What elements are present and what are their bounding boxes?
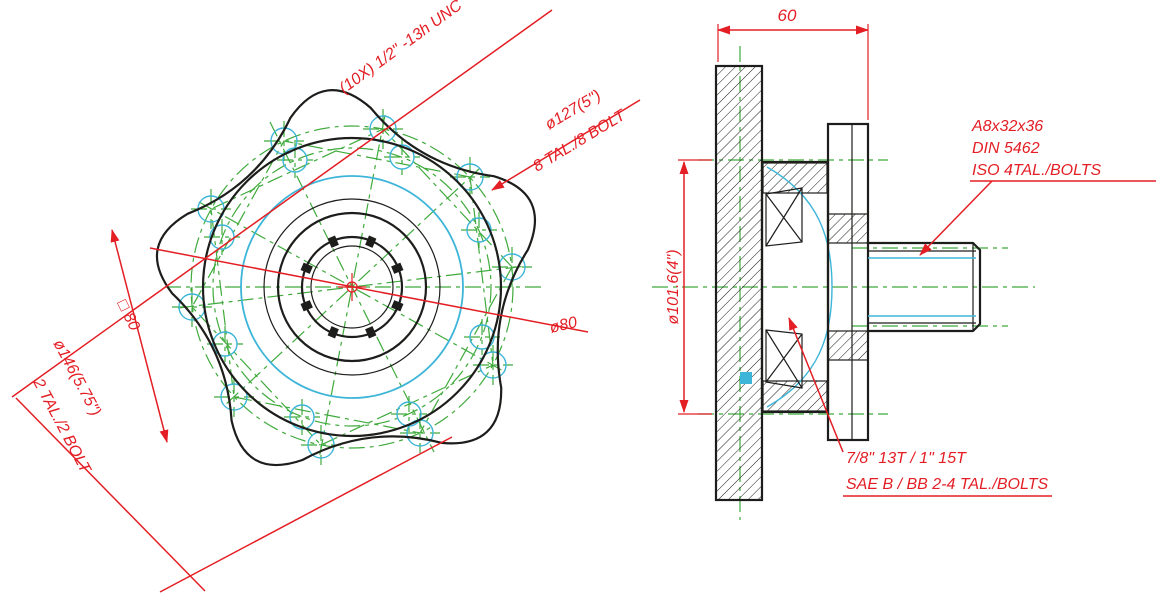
bolt-holes-inner <box>209 144 495 430</box>
bell-housing-curve <box>766 166 833 408</box>
boss-circle <box>276 211 428 363</box>
rear-cover <box>826 122 870 442</box>
dim-line-dia146-b <box>159 436 453 593</box>
side-view: 60 ø101.6(4") A8x32x36 DIN 5462 ISO 4TAL… <box>652 6 1156 520</box>
label-spline-spec-1: A8x32x36 <box>971 118 1043 135</box>
label-dia80: ø80 <box>548 314 579 337</box>
label-dia101: ø101.6(4") <box>665 249 682 324</box>
label-bolt-callout: (10X) 1/2" -13h UNC <box>336 0 465 97</box>
bolt-hole <box>220 383 248 411</box>
spline-ring <box>300 235 404 339</box>
bolt-hole <box>212 331 238 357</box>
bolt-circle-inner <box>212 147 492 427</box>
leader-dia127 <box>491 99 641 191</box>
front-view: (10X) 1/2" -13h UNC ø127(5") 8 TAL./8 BO… <box>11 0 641 593</box>
bolt-circle-outer <box>190 125 514 449</box>
dia80-circle <box>263 198 441 376</box>
bearing-bottom <box>765 329 803 389</box>
label-shaft-spec-2: SAE B / BB 2-4 TAL./BOLTS <box>846 476 1048 493</box>
label-spline-spec-3: ISO 4TAL./BOLTS <box>972 162 1102 179</box>
hole-pentagon-1 <box>191 140 494 446</box>
pilot-plug <box>740 372 752 384</box>
flange-outline <box>156 89 537 467</box>
bolt-hole <box>396 401 422 427</box>
front-plate-section <box>714 64 764 502</box>
label-square80: □ 80 <box>113 297 142 333</box>
dim-line-square80 <box>110 229 169 443</box>
leader-shaft-diagonal <box>788 317 844 453</box>
pilot-circle <box>240 175 464 399</box>
front-dimensions: (10X) 1/2" -13h UNC ø127(5") 8 TAL./8 BO… <box>11 0 641 593</box>
bolt-hole <box>469 324 495 350</box>
label-spline-spec-2: DIN 5462 <box>972 140 1040 157</box>
leader-spline-diagonal <box>919 180 993 256</box>
bolt-hole <box>282 147 308 173</box>
bolt-hole <box>466 217 492 243</box>
hole-pentagon-2 <box>210 128 513 434</box>
body-circle <box>201 136 503 438</box>
dim-line-dia146-a <box>15 397 206 592</box>
bolt-hole <box>389 144 415 170</box>
label-shaft-spec-1: 7/8" 13T / 1" 15T <box>846 450 967 467</box>
dim-line-dia80 <box>149 247 589 333</box>
bearing-top <box>765 187 803 247</box>
bolt-hole <box>289 404 315 430</box>
side-dimensions: 60 ø101.6(4") A8x32x36 DIN 5462 ISO 4TAL… <box>665 6 1156 497</box>
dim-line-10x <box>11 9 553 398</box>
label-width-60: 60 <box>778 6 797 25</box>
bolt-hole <box>456 163 484 191</box>
